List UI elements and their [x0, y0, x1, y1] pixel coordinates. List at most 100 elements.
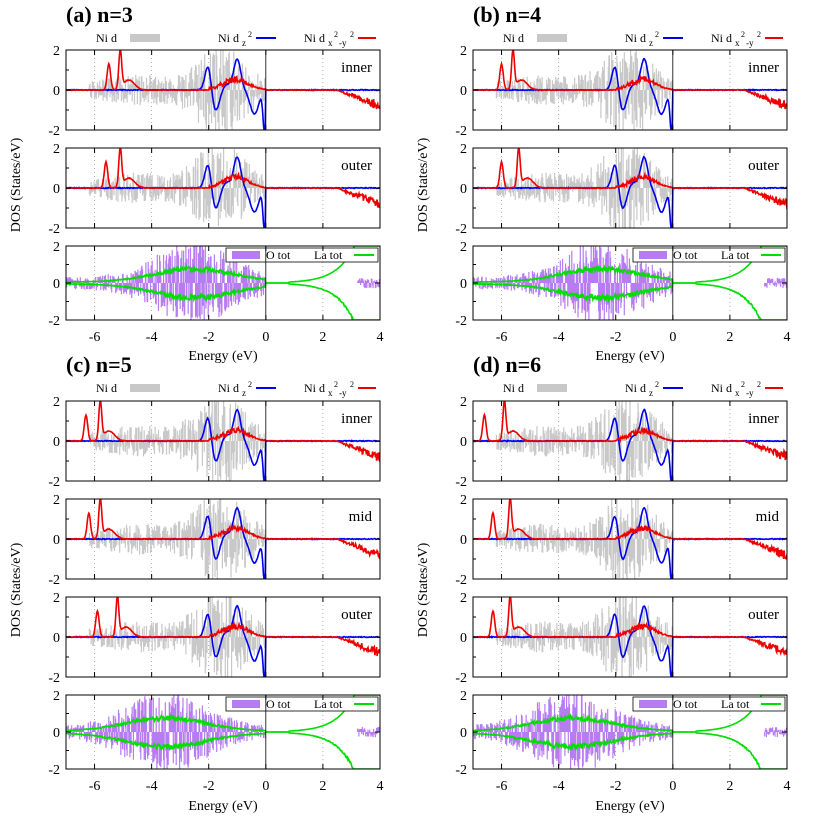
legend-swatch-ni-d	[130, 34, 160, 42]
legend-label: Ni d	[218, 31, 239, 45]
chart-title: (d) n=6	[473, 352, 541, 377]
legend-swatch-ni-d	[537, 34, 567, 42]
y-tick-label: 2	[53, 591, 60, 606]
x-tick-label: 2	[319, 330, 326, 345]
series-la-tot-up	[473, 695, 787, 733]
x-tick-label: -4	[553, 779, 565, 794]
legend-sup: 2	[248, 30, 252, 39]
y-tick-label: 2	[460, 689, 467, 704]
legend-box-ol	[632, 247, 786, 263]
panel-label: inner	[341, 411, 372, 427]
y-tick-label: -2	[455, 475, 467, 490]
y-tick-label: 0	[460, 726, 467, 741]
legend-label-o-tot: O tot	[266, 248, 291, 262]
x-tick-label: 0	[669, 330, 676, 345]
legend-sup: 2	[655, 30, 659, 39]
x-tick-label: -2	[610, 330, 622, 345]
panel-label: inner	[748, 60, 779, 76]
legend-sup: 2	[334, 30, 338, 39]
series-la-tot-down	[473, 731, 787, 769]
legend-label: Ni d	[304, 381, 325, 395]
series-la-tot-up	[66, 695, 380, 733]
series-ni-d	[88, 148, 266, 227]
x-tick-label: -2	[610, 779, 622, 794]
y-tick-label: -2	[48, 222, 60, 237]
panel-label: outer	[748, 607, 779, 623]
legend-sup: 2	[655, 380, 659, 389]
legend-box-ol	[225, 696, 379, 712]
series-ni-d	[88, 499, 266, 579]
series-ni-d	[495, 597, 673, 677]
legend-label-o-tot: O tot	[673, 697, 698, 711]
series-la-tot-up	[66, 246, 380, 284]
y-tick-label: 0	[53, 435, 60, 450]
panel-plot-area	[473, 401, 787, 481]
panel-plot-area	[66, 401, 380, 481]
series-ni-dx2y2	[473, 148, 787, 210]
panel-plot-area	[66, 499, 380, 579]
panel-label: mid	[349, 509, 373, 525]
panel-label: outer	[341, 607, 372, 623]
y-tick-label: 0	[53, 277, 60, 292]
y-tick-label: -2	[48, 671, 60, 686]
panel-plot-area	[473, 148, 787, 228]
legend-label-la-tot: La tot	[721, 248, 750, 262]
y-axis-label: DOS (States/eV)	[416, 137, 431, 232]
legend-sub: x	[735, 388, 740, 398]
legend-label: Ni d	[625, 31, 646, 45]
legend-label-la-tot: La tot	[314, 697, 343, 711]
y-tick-label: 2	[53, 142, 60, 157]
legend-sup: 2	[757, 380, 761, 389]
x-tick-label: 2	[319, 779, 326, 794]
y-tick-label: -2	[48, 124, 60, 139]
panel-plot-area	[473, 246, 787, 320]
panel-label: outer	[748, 158, 779, 174]
series-la-tot-down	[66, 731, 380, 769]
y-tick-label: 0	[460, 435, 467, 450]
panel-label: inner	[748, 411, 779, 427]
x-axis-label: Energy (eV)	[188, 799, 258, 814]
legend-label: Ni d	[96, 381, 117, 395]
y-tick-label: -2	[455, 222, 467, 237]
x-tick-label: 4	[784, 779, 791, 794]
legend-label: Ni d	[503, 381, 524, 395]
x-tick-label: 4	[784, 330, 791, 345]
x-tick-label: -6	[496, 330, 508, 345]
x-axis-label: Energy (eV)	[188, 349, 258, 364]
panel-plot-area	[66, 148, 380, 228]
legend-sub: z	[649, 38, 653, 48]
panel-1: 2 0 -2 outer	[48, 142, 381, 237]
panel-label: inner	[341, 60, 372, 76]
panel-label: outer	[341, 158, 372, 174]
y-tick-label: -2	[455, 314, 467, 329]
legend-swatch-ni-d	[537, 384, 567, 392]
y-tick-label: 0	[460, 631, 467, 646]
series-ni-dx2y2	[66, 597, 380, 657]
legend-label: Ni d	[711, 381, 732, 395]
legend-label: Ni d	[218, 381, 239, 395]
y-tick-label: -2	[48, 314, 60, 329]
x-axis-label: Energy (eV)	[595, 349, 665, 364]
panel-plot-area	[66, 50, 380, 130]
panel-plot-area	[473, 597, 787, 677]
y-tick-label: 0	[460, 84, 467, 99]
x-tick-label: -2	[203, 779, 215, 794]
y-tick-label: 0	[53, 182, 60, 197]
x-tick-label: -6	[496, 779, 508, 794]
y-tick-label: 2	[460, 493, 467, 508]
y-tick-label: 2	[460, 591, 467, 606]
legend-label: Ni d	[96, 31, 117, 45]
series-la-tot-down	[473, 282, 787, 320]
